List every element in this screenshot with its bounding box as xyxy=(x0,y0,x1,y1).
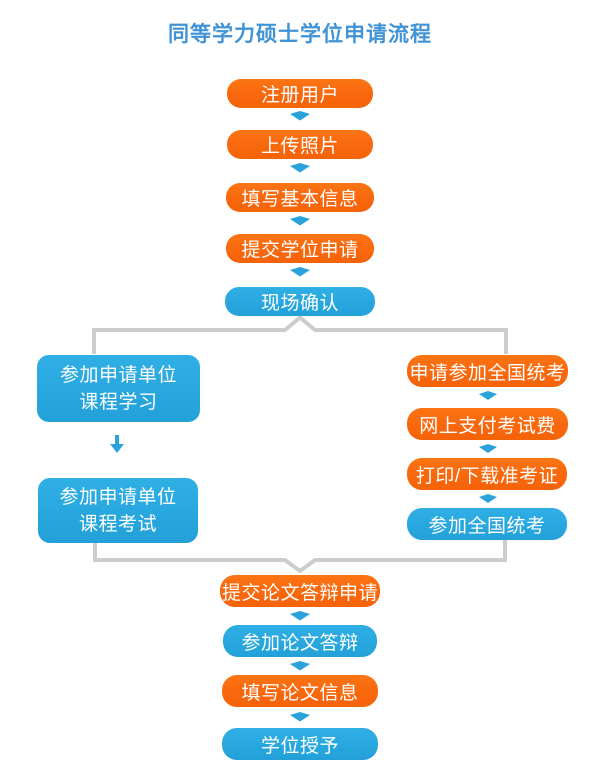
node-degree-awarded: 学位授予 xyxy=(222,728,378,760)
node-print-admission-ticket: 打印/下载准考证 xyxy=(407,458,567,490)
node-upload-photo: 上传照片 xyxy=(227,130,373,159)
node-onsite-confirmation: 现场确认 xyxy=(225,287,375,316)
down-chevron-icon xyxy=(290,661,310,671)
node-attend-thesis-defense: 参加论文答辩 xyxy=(223,625,377,657)
down-chevron-icon xyxy=(290,163,310,173)
down-chevron-icon xyxy=(290,267,310,277)
node-take-national-exam: 参加全国统考 xyxy=(407,508,567,540)
node-register-user: 注册用户 xyxy=(227,79,373,108)
down-chevron-icon xyxy=(479,391,497,400)
node-submit-degree-application: 提交学位申请 xyxy=(226,234,374,263)
down-chevron-icon xyxy=(479,444,497,453)
node-fill-basic-info: 填写基本信息 xyxy=(226,183,374,212)
node-course-exam: 参加申请单位 课程考试 xyxy=(38,478,198,543)
node-apply-national-exam: 申请参加全国统考 xyxy=(407,355,568,387)
down-chevron-icon xyxy=(290,611,310,621)
node-fill-thesis-info: 填写论文信息 xyxy=(222,675,378,707)
node-pay-exam-fee-online: 网上支付考试费 xyxy=(407,408,568,440)
down-arrow-icon xyxy=(110,435,124,453)
down-chevron-icon xyxy=(479,494,497,503)
split-connector xyxy=(92,314,508,354)
merge-connector xyxy=(93,540,507,574)
page-title: 同等学力硕士学位申请流程 xyxy=(168,23,432,46)
down-chevron-icon xyxy=(290,216,310,226)
down-chevron-icon xyxy=(290,712,310,722)
node-submit-thesis-defense-application: 提交论文答辩申请 xyxy=(220,575,380,607)
node-course-study: 参加申请单位 课程学习 xyxy=(37,355,200,422)
down-chevron-icon xyxy=(290,111,310,121)
